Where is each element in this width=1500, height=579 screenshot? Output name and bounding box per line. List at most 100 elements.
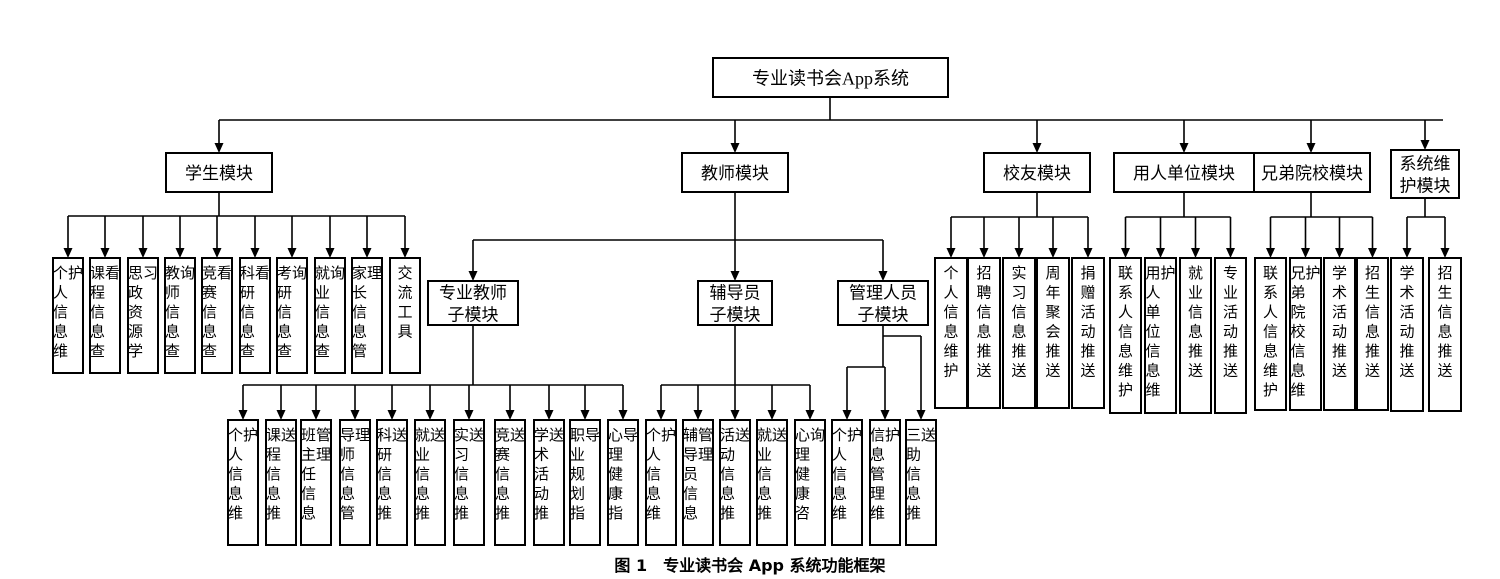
student-arrow-head — [400, 248, 410, 258]
sister-module-node: 兄弟院校模块 — [1253, 152, 1371, 193]
system-leaf-frame — [1428, 257, 1462, 412]
professional-arrow-head — [618, 410, 628, 420]
professional-arrow-head — [276, 410, 286, 420]
counselor-arrow-head — [767, 410, 777, 420]
student-arrow-head — [175, 248, 185, 258]
professional-leaf: 课程信息推送 — [265, 419, 297, 546]
employer-leaf: 用人单位信息维护 — [1144, 257, 1177, 414]
professional-leaf-frame — [265, 419, 297, 546]
sister-arrow-head — [1335, 248, 1344, 258]
professional-submodule-node-label-line: 子模块 — [448, 306, 499, 325]
employer-leaf-label: 专业活动推送 — [1223, 265, 1238, 380]
counselor-leaf: 辅导员信息管理 — [682, 419, 714, 546]
manager-leaf-label: 信息管理维护 — [870, 427, 900, 522]
professional-leaf-frame — [453, 419, 485, 546]
arrow-to-employer-module-head — [1179, 143, 1189, 153]
professional-leaf: 心理健康指导 — [607, 419, 639, 546]
alumni-leaf: 实习信息推送 — [1002, 257, 1036, 409]
employer-leaf-frame — [1144, 257, 1177, 414]
counselor-leaf-label: 辅导员信息管理 — [683, 427, 713, 522]
counselor-arrow-head — [656, 410, 666, 420]
manager-arrow-3-head — [916, 410, 926, 420]
alumni-leaf-label: 实习信息推送 — [1011, 265, 1026, 380]
sister-leaf-label: 联系人信息维护 — [1263, 265, 1278, 399]
system-leaf: 招生信息推送 — [1428, 257, 1462, 412]
alumni-arrow-head — [1048, 248, 1058, 258]
student-leaf-label: 个人信息维护 — [53, 265, 83, 360]
professional-arrow-head — [350, 410, 360, 420]
employer-leaf-frame — [1109, 257, 1142, 414]
student-leaf-label: 思政资源学习 — [128, 266, 158, 360]
manager-arrow-2-head — [880, 410, 890, 420]
root-node-frame — [712, 57, 949, 98]
professional-submodule-node-label-line: 专业教师 — [439, 284, 507, 303]
employer-module-node-frame — [1113, 152, 1255, 193]
student-leaf-frame — [314, 257, 346, 374]
professional-arrow-head — [425, 410, 435, 420]
alumni-leaf-frame — [967, 257, 1001, 409]
sister-arrow-head — [1266, 248, 1275, 258]
counselor-leaf-frame — [719, 419, 751, 546]
student-leaf: 思政资源学习 — [127, 257, 159, 374]
alumni-arrow-head — [1014, 248, 1024, 258]
professional-arrow-head — [544, 410, 554, 420]
employer-arrow-head — [1191, 248, 1200, 258]
alumni-leaf: 个人信息维护 — [934, 257, 968, 409]
alumni-leaf-frame — [1071, 257, 1105, 409]
sister-leaf: 招生信息推送 — [1356, 257, 1389, 411]
professional-arrow-head — [580, 410, 590, 420]
manager-arrow-1-head — [842, 410, 852, 420]
arrow-to-manager-submodule-head — [878, 271, 888, 281]
student-leaf: 个人信息维护 — [52, 257, 84, 374]
professional-leaf-frame — [300, 419, 332, 546]
system-module-node-frame — [1390, 149, 1460, 199]
alumni-leaf: 周年聚会推送 — [1036, 257, 1070, 409]
alumni-leaf-label: 招聘信息推送 — [976, 265, 991, 380]
student-leaf-label: 教师信息查询 — [165, 265, 195, 360]
professional-leaf: 竞赛信息推送 — [494, 419, 526, 546]
manager-leaf-frame — [905, 419, 937, 546]
counselor-leaf-frame — [794, 419, 826, 546]
professional-leaf-frame — [339, 419, 371, 546]
counselor-arrow-head — [693, 410, 703, 420]
arrow-to-professional-submodule-head — [468, 271, 478, 281]
alumni-arrow-head — [979, 248, 989, 258]
student-leaf-label: 考研信息查询 — [277, 265, 307, 360]
counselor-submodule-node-label-line: 子模块 — [710, 306, 761, 325]
professional-leaf: 学术活动推送 — [533, 419, 565, 546]
student-leaf-frame — [201, 257, 233, 374]
arrow-to-alumni-module-head — [1032, 143, 1042, 153]
alumni-leaf-frame — [1036, 257, 1070, 409]
employer-leaf-label: 用人单位信息维护 — [1145, 265, 1175, 399]
student-arrow-head — [325, 248, 335, 258]
professional-leaf-label: 导师信息管理 — [340, 428, 370, 522]
student-leaf-frame — [164, 257, 196, 374]
arrow-to-counselor-submodule-head — [730, 271, 740, 281]
professional-leaf-frame — [494, 419, 526, 546]
professional-leaf-label: 就业信息推送 — [415, 427, 445, 522]
student-leaf-label: 就业信息查询 — [315, 265, 345, 360]
student-arrow-head — [63, 248, 73, 258]
arrow-to-teacher-module-head — [730, 143, 740, 153]
professional-leaf-label: 班主任信息管理 — [301, 427, 331, 522]
professional-leaf: 职业规划指导 — [569, 419, 601, 546]
system-arrow-head — [1440, 248, 1450, 258]
student-leaf: 科研信息查看 — [239, 257, 271, 374]
student-leaf-label: 家长信息管理 — [352, 265, 382, 360]
manager-leaf-label: 个人信息维护 — [832, 427, 862, 522]
counselor-submodule-node-frame — [697, 280, 773, 326]
teacher-module-node: 教师模块 — [681, 152, 789, 193]
teacher-module-node-label: 教师模块 — [701, 164, 769, 183]
counselor-arrow-head — [805, 410, 815, 420]
professional-leaf: 个人信息维护 — [227, 419, 259, 546]
manager-submodule-node-frame — [837, 280, 929, 326]
professional-arrow-head — [387, 410, 397, 420]
manager-leaf-frame — [831, 419, 863, 546]
system-leaf-frame — [1390, 257, 1424, 412]
professional-leaf: 就业信息推送 — [414, 419, 446, 546]
employer-module-node: 用人单位模块 — [1113, 152, 1255, 193]
student-leaf-label: 竞赛信息查看 — [202, 264, 232, 360]
student-leaf: 交流工具 — [389, 257, 421, 374]
professional-leaf-label: 个人信息维护 — [228, 427, 258, 522]
